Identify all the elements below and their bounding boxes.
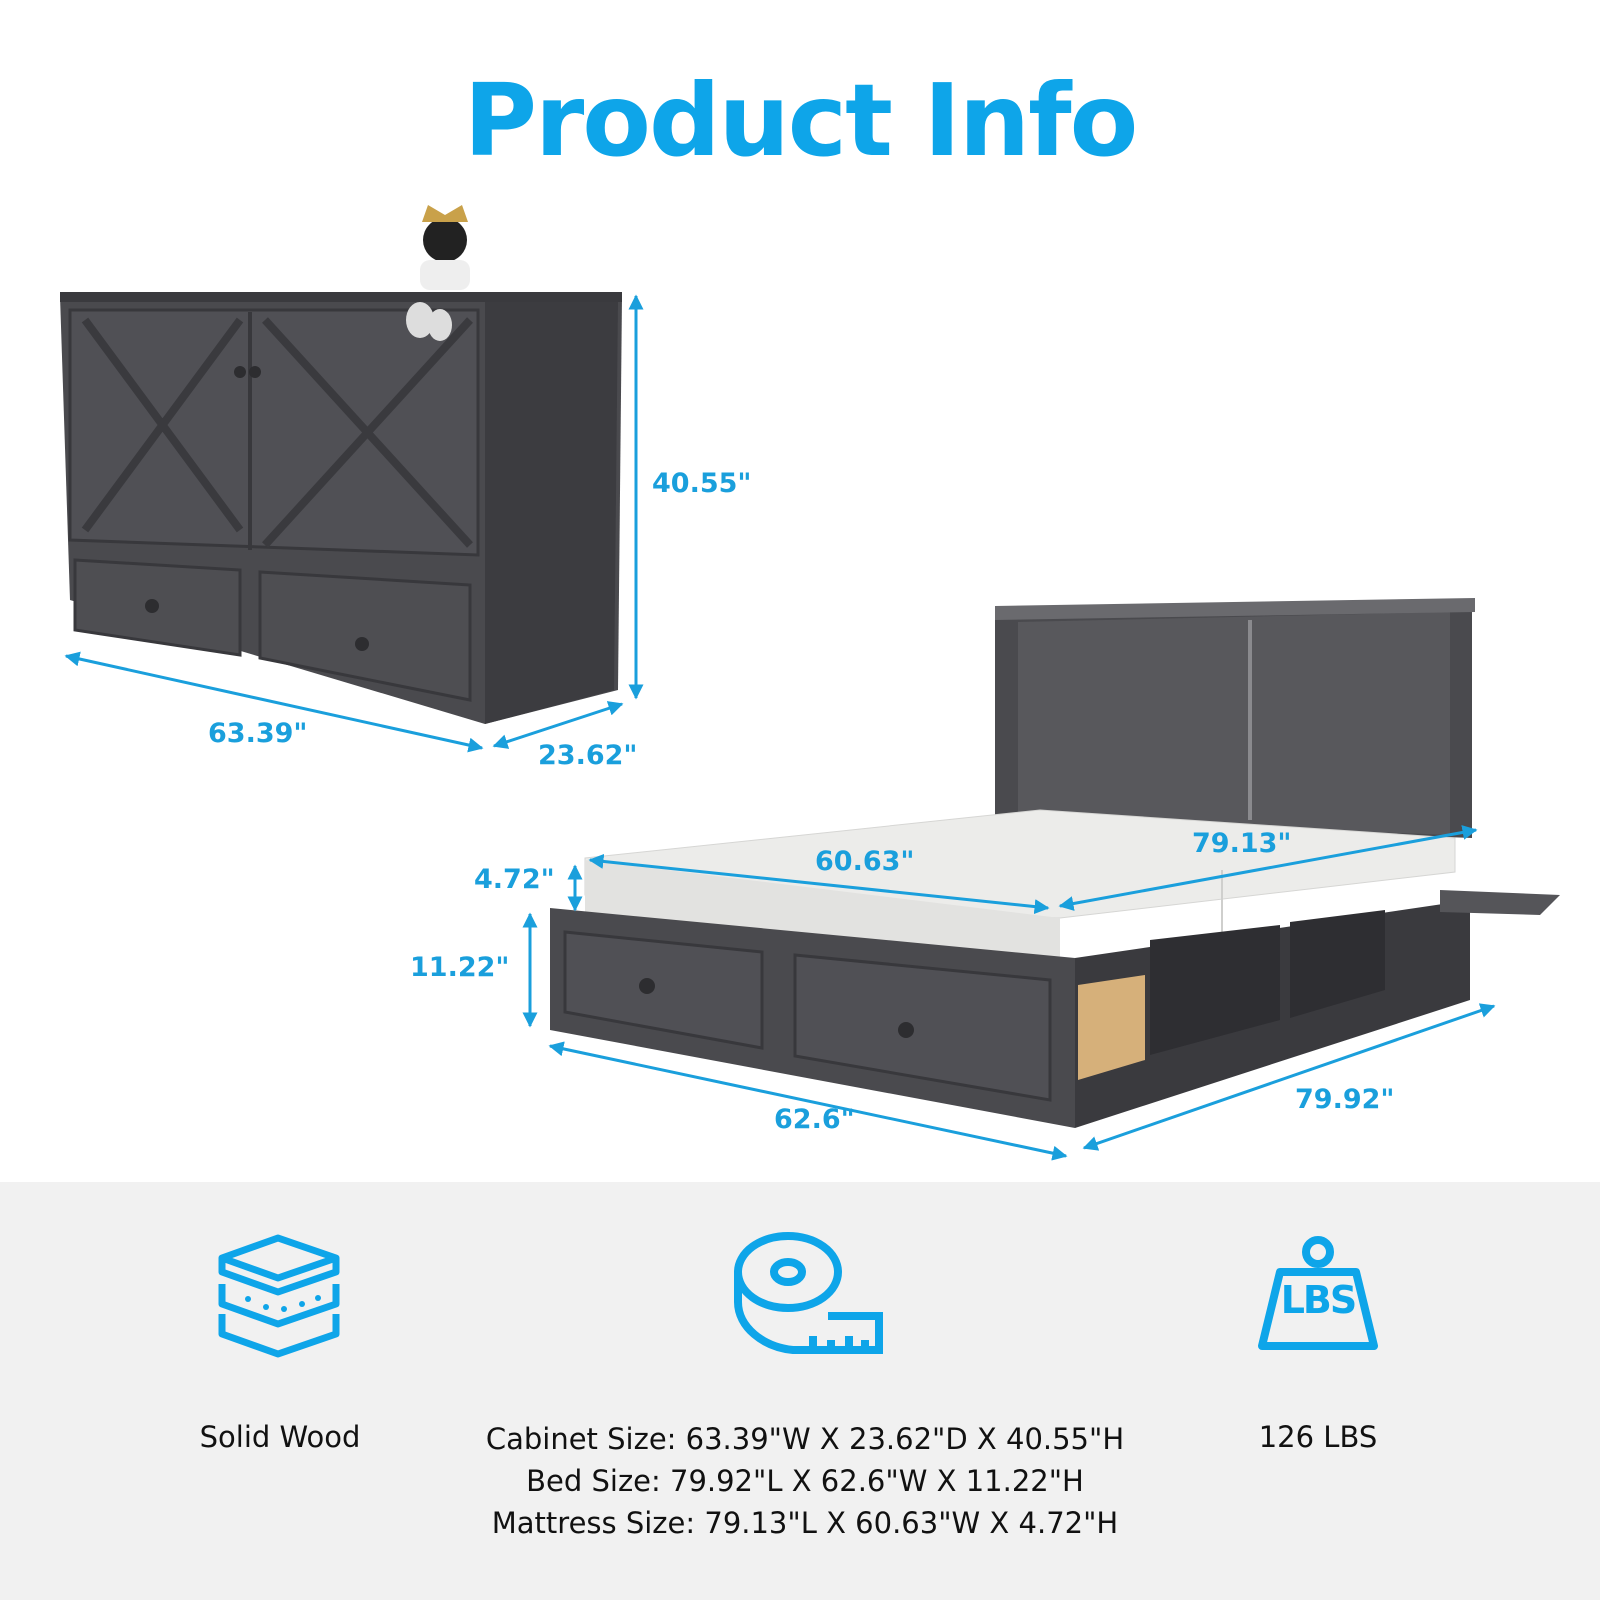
mattress-size-spec: Mattress Size: 79.13"L X 60.63"W X 4.72"…	[491, 1506, 1119, 1540]
cabinet-depth-label: 23.62"	[538, 740, 638, 771]
bed-length-label: 79.92"	[1295, 1084, 1395, 1115]
cabinet-closed	[60, 205, 622, 724]
feature-material-label: Solid Wood	[199, 1420, 361, 1454]
page-title: Product Info	[463, 62, 1139, 179]
tape-measure-icon	[734, 1232, 883, 1354]
weight-icon: LBS	[1256, 1234, 1380, 1354]
cabinet-size-spec: Cabinet Size: 63.39"W X 23.62"D X 40.55"…	[485, 1422, 1125, 1456]
cabinet-width-label: 63.39"	[208, 718, 308, 749]
bed-size-spec: Bed Size: 79.92"L X 62.6"W X 11.22"H	[526, 1464, 1084, 1498]
weight-icon-text: LBS	[1280, 1278, 1358, 1322]
layers-icon	[218, 1234, 340, 1358]
cabinet-height-label: 40.55"	[652, 468, 752, 499]
product-illustration	[60, 205, 1560, 1161]
bed-open	[550, 598, 1560, 1128]
mattress-width-label: 60.63"	[815, 846, 915, 877]
bed-height-label: 11.22"	[410, 952, 510, 983]
bed-width-label: 62.6"	[774, 1104, 855, 1135]
feature-weight-label: 126 LBS	[1258, 1420, 1378, 1454]
figurine	[406, 205, 470, 341]
mattress-height-label: 4.72"	[474, 864, 555, 895]
size-specifications: Cabinet Size: 63.39"W X 23.62"D X 40.55"…	[400, 1418, 1210, 1544]
mattress-length-label: 79.13"	[1192, 828, 1292, 859]
dimension-lines	[64, 294, 1496, 1161]
